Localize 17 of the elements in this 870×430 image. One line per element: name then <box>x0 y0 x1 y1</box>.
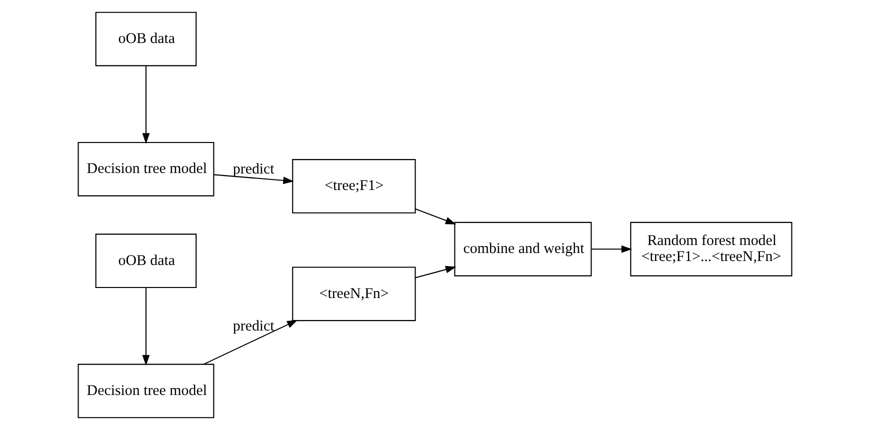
edge-label: predict <box>232 162 274 178</box>
node-box: <tree;F1> <box>292 159 416 214</box>
arrow <box>142 288 150 366</box>
node-box: <treeN,Fn> <box>292 266 416 322</box>
arrow <box>204 320 298 365</box>
arrow <box>592 245 632 253</box>
node-box: Decision tree model <box>78 142 214 196</box>
node-box: oOB data <box>95 234 197 288</box>
arrow <box>415 208 456 224</box>
edge-label: predict <box>232 318 274 334</box>
arrow <box>142 66 150 144</box>
node-box: Random forest model <tree;F1>...<treeN,Fn> <box>630 222 792 276</box>
node-box: combine and weight <box>454 222 592 276</box>
node-box: oOB data <box>95 12 197 66</box>
arrow <box>214 174 294 184</box>
node-box: Decision tree model <box>78 364 214 418</box>
arrow <box>415 266 456 278</box>
